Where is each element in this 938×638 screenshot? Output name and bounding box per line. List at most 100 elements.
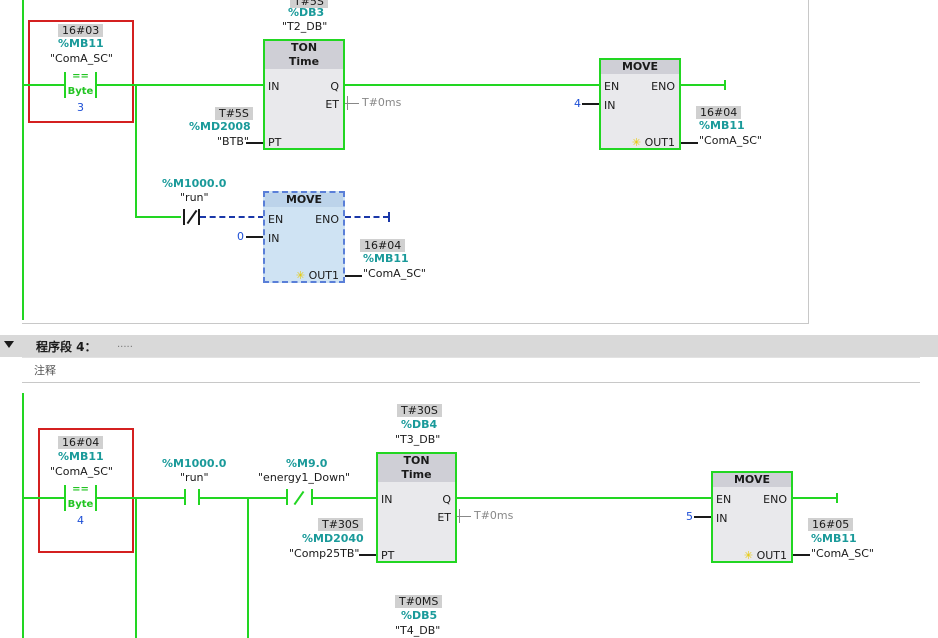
network-frame-border bbox=[808, 0, 809, 324]
pin-in: IN bbox=[381, 493, 393, 506]
move2-out-tag[interactable]: "ComA_SC" bbox=[363, 267, 426, 280]
contact-tag[interactable]: "run" bbox=[180, 191, 209, 204]
out-wire bbox=[681, 142, 698, 144]
ton-subtitle: Time bbox=[378, 468, 455, 482]
pt-addr[interactable]: %MD2008 bbox=[189, 120, 251, 133]
contact1-tag[interactable]: "run" bbox=[180, 471, 209, 484]
et-value[interactable]: T#0ms bbox=[362, 96, 402, 109]
move-block-2[interactable]: MOVE EN ENO IN ✳ OUT1 bbox=[263, 191, 345, 283]
pin-q: Q bbox=[330, 80, 339, 93]
move1-out-addr[interactable]: %MB11 bbox=[699, 119, 745, 132]
ton-block-2[interactable]: TON Time IN Q ET PT bbox=[376, 452, 457, 563]
move-block-3[interactable]: MOVE EN ENO IN ✳ OUT1 bbox=[711, 471, 793, 563]
move3-out-tag[interactable]: "ComA_SC" bbox=[811, 547, 874, 560]
cmp-hex: 16#03 bbox=[58, 24, 104, 37]
cmp-addr[interactable]: %MB11 bbox=[58, 37, 104, 50]
wire bbox=[313, 497, 376, 499]
cmp-op: == bbox=[72, 484, 89, 495]
contact-bar-left bbox=[183, 209, 185, 225]
next-timer-db-top: T#0MS bbox=[395, 595, 443, 608]
branch-wire bbox=[247, 497, 249, 638]
et-line-v bbox=[347, 96, 348, 110]
wire bbox=[345, 84, 599, 86]
move2-title: MOVE bbox=[265, 193, 343, 207]
pt-addr[interactable]: %MD2040 bbox=[302, 532, 364, 545]
pt-tag[interactable]: "Comp25TB" bbox=[289, 547, 360, 560]
wire bbox=[681, 84, 725, 86]
contact2-bar-right bbox=[311, 489, 313, 505]
move2-in-value[interactable]: 0 bbox=[237, 230, 244, 243]
move2-in: IN bbox=[268, 232, 280, 245]
sparkle-icon: ✳ bbox=[743, 549, 754, 562]
cmp-type: Byte bbox=[67, 86, 94, 97]
pt-hex: T#5S bbox=[215, 107, 253, 120]
collapse-triangle-icon[interactable] bbox=[4, 341, 14, 348]
move3-out-hex: 16#05 bbox=[808, 518, 854, 531]
move2-en: EN bbox=[268, 213, 284, 226]
ton-title: TON bbox=[378, 454, 455, 468]
sparkle-icon: ✳ bbox=[631, 136, 642, 149]
timer-db-name[interactable]: "T3_DB" bbox=[395, 433, 441, 446]
cmp-value[interactable]: 4 bbox=[77, 514, 84, 527]
pt-hex: T#30S bbox=[318, 518, 363, 531]
branch-wire bbox=[135, 497, 137, 638]
next-timer-db-name[interactable]: "T4_DB" bbox=[395, 624, 441, 637]
et-line bbox=[457, 516, 471, 517]
et-value[interactable]: T#0ms bbox=[474, 509, 514, 522]
timer-db-top: T#30S bbox=[397, 404, 442, 417]
move1-eno: ENO bbox=[651, 80, 675, 93]
power-rail-left bbox=[22, 393, 24, 638]
timer-db-name[interactable]: "T2_DB" bbox=[282, 20, 328, 33]
move3-out-addr[interactable]: %MB11 bbox=[811, 532, 857, 545]
cmp-tag[interactable]: "ComA_SC" bbox=[50, 52, 113, 65]
sparkle-icon: ✳ bbox=[295, 269, 306, 282]
timer-db[interactable]: %DB3 bbox=[288, 6, 325, 19]
branch-wire bbox=[135, 84, 137, 218]
contact2-tag[interactable]: "energy1_Down" bbox=[258, 471, 351, 484]
wire-end bbox=[388, 212, 390, 222]
in-wire bbox=[694, 516, 711, 518]
wire-end bbox=[836, 493, 838, 503]
timer-db[interactable]: %DB4 bbox=[401, 418, 438, 431]
comment-underline bbox=[22, 382, 920, 383]
cmp-op: == bbox=[72, 71, 89, 82]
wire bbox=[97, 84, 265, 86]
move2-out-addr[interactable]: %MB11 bbox=[363, 252, 409, 265]
cmp-tag[interactable]: "ComA_SC" bbox=[50, 465, 113, 478]
cmp-value[interactable]: 3 bbox=[77, 101, 84, 114]
pin-et: ET bbox=[437, 511, 451, 524]
wire bbox=[97, 497, 184, 499]
move1-out-tag[interactable]: "ComA_SC" bbox=[699, 134, 762, 147]
wire bbox=[22, 84, 64, 86]
segment-header[interactable] bbox=[0, 335, 938, 357]
next-timer-db[interactable]: %DB5 bbox=[401, 609, 438, 622]
contact-bar-left bbox=[64, 485, 66, 511]
contact-addr[interactable]: %M1000.0 bbox=[162, 177, 227, 190]
contact2-addr[interactable]: %M9.0 bbox=[286, 457, 328, 470]
segment-comment[interactable]: 注释 bbox=[34, 364, 56, 377]
contact-bar-right bbox=[95, 485, 97, 511]
pt-tag[interactable]: "BTB" bbox=[217, 135, 249, 148]
ton-block[interactable]: TON Time IN Q ET PT bbox=[263, 39, 345, 150]
in-wire bbox=[582, 103, 599, 105]
contact-bar-right bbox=[198, 209, 200, 225]
in-wire bbox=[246, 236, 263, 238]
move1-out-label: OUT1 bbox=[644, 136, 675, 149]
pin-pt: PT bbox=[381, 549, 395, 562]
pin-pt: PT bbox=[268, 136, 282, 149]
contact1-addr[interactable]: %M1000.0 bbox=[162, 457, 227, 470]
move1-in-value[interactable]: 4 bbox=[574, 97, 581, 110]
contact-bar-left bbox=[64, 72, 66, 98]
dashed-wire bbox=[345, 216, 389, 218]
move2-out-label: OUT1 bbox=[308, 269, 339, 282]
contact-bar-right bbox=[95, 72, 97, 98]
wire bbox=[22, 497, 64, 499]
move3-out-label: OUT1 bbox=[756, 549, 787, 562]
wire bbox=[457, 497, 711, 499]
wire bbox=[135, 216, 181, 218]
contact-nc-slash bbox=[186, 209, 198, 225]
move-block-1[interactable]: MOVE EN ENO IN ✳ OUT1 bbox=[599, 58, 681, 150]
cmp-addr[interactable]: %MB11 bbox=[58, 450, 104, 463]
move1-out-hex: 16#04 bbox=[696, 106, 742, 119]
move3-in-value[interactable]: 5 bbox=[686, 510, 693, 523]
